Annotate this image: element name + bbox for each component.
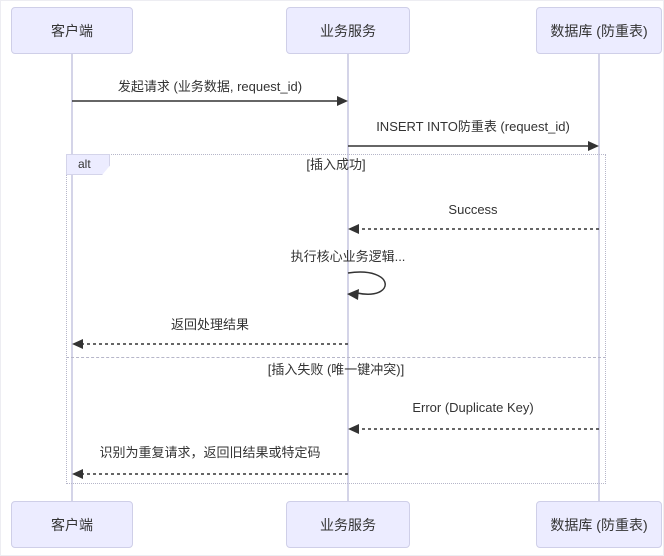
alt-case-failure-label: [插入失败 (唯一键冲突)] [267, 362, 405, 377]
participant-bottom-service: 业务服务 [286, 501, 410, 548]
alt-case-success-label: [插入成功] [306, 157, 366, 172]
message-label-error: Error (Duplicate Key) [412, 400, 534, 415]
message-label-return-result: 返回处理结果 [170, 317, 250, 332]
message-label-request: 发起请求 (业务数据, request_id) [117, 79, 303, 94]
alt-keyword-label: alt [66, 154, 110, 175]
arrow-success [348, 224, 599, 234]
alt-divider-line [66, 357, 606, 358]
arrow-return-result [72, 339, 348, 349]
arrow-duplicate-return [72, 469, 348, 479]
participant-top-database: 数据库 (防重表) [536, 7, 662, 54]
message-label-core-logic: 执行核心业务逻辑... [290, 249, 406, 264]
message-label-duplicate-return: 识别为重复请求，返回旧结果或特定码 [99, 445, 321, 460]
participant-bottom-database: 数据库 (防重表) [536, 501, 662, 548]
participant-top-service: 业务服务 [286, 7, 410, 54]
arrow-request [72, 96, 348, 106]
message-label-success: Success [448, 202, 498, 217]
arrow-self-loop [347, 271, 386, 300]
message-label-insert: INSERT INTO防重表 (request_id) [376, 119, 570, 134]
arrow-error [348, 424, 599, 434]
participant-top-client: 客户端 [11, 7, 133, 54]
participant-bottom-client: 客户端 [11, 501, 133, 548]
arrow-insert [348, 141, 599, 151]
